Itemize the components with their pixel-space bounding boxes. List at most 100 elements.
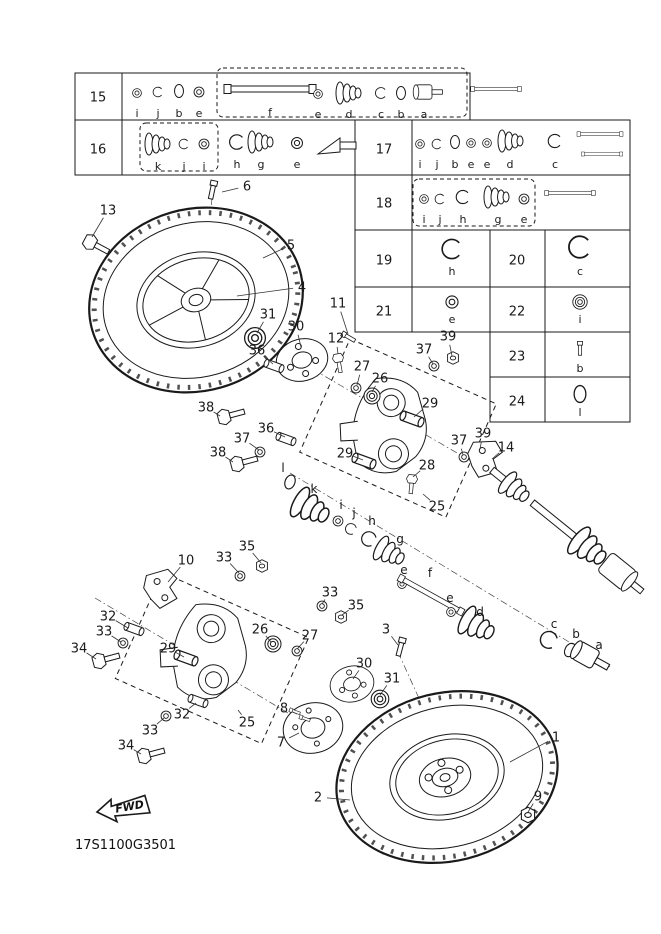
leader-line [422, 493, 431, 501]
leader-line [379, 685, 388, 696]
brake-disc [282, 702, 344, 754]
callout-number: 10 [178, 554, 195, 569]
table-part-letter: b [398, 108, 405, 121]
leader-line [296, 641, 305, 650]
diagram-part-letter: e [400, 563, 407, 577]
leader-line [353, 455, 364, 461]
leader-line [292, 711, 298, 715]
hub-bolt [331, 352, 347, 374]
leader-line [237, 709, 242, 716]
leader-line [412, 470, 421, 478]
leader-line [297, 334, 302, 348]
callout-number: 9 [534, 790, 542, 805]
table-part-letter: j [181, 160, 185, 173]
diagram-part-letter: d [476, 605, 484, 619]
leader-line [156, 717, 165, 725]
table-part-letter: c [378, 108, 384, 121]
callout-number: 27 [354, 360, 371, 375]
table-part-letter: i [418, 158, 421, 171]
table-cell-number: 24 [509, 395, 526, 410]
leader-line [428, 356, 434, 365]
leader-line [221, 187, 239, 193]
callout-number: 4 [298, 281, 306, 296]
leader-line [263, 355, 274, 365]
callout-number: 29 [422, 397, 439, 412]
table-part-letter: h [449, 265, 456, 278]
callout-number: 29 [337, 447, 354, 462]
callout-number: 30 [288, 320, 305, 335]
leader-line [449, 344, 453, 357]
diagram-part-letter: j [351, 506, 355, 520]
table-cell-number: 15 [90, 91, 107, 106]
callout-number: 37 [416, 343, 433, 358]
table-part-letter: e [315, 108, 322, 121]
leader-line [167, 566, 181, 583]
callout-number: 34 [71, 642, 88, 657]
callout-number: 2 [314, 791, 322, 806]
leader-line [527, 803, 534, 813]
callout-number: 36 [249, 344, 266, 359]
table-part-letter: b [452, 158, 459, 171]
axle-nut [520, 806, 536, 824]
exploded-axle-parts [282, 473, 614, 677]
table-part-letter: b [577, 362, 584, 375]
leader-line [111, 635, 122, 643]
leader-line [391, 635, 399, 646]
table-part-glyphs [132, 81, 624, 404]
callout-number: 33 [216, 551, 233, 566]
diagram-part-letter: i [339, 498, 342, 512]
table-part-letter: g [495, 213, 502, 226]
callout-number: 33 [96, 625, 113, 640]
assembly-dashed-boxes [114, 338, 497, 745]
leader-line [225, 456, 234, 463]
table-part-letter: c [577, 265, 583, 278]
fwd-indicator: FWD [95, 794, 151, 824]
diagram-part-letter: h [368, 514, 376, 528]
leader-line [236, 287, 294, 297]
callout-number: 28 [419, 459, 436, 474]
callout-number: 7 [277, 736, 285, 751]
callout-number: 33 [322, 586, 339, 601]
callout-number: 32 [174, 708, 191, 723]
table-part-letter: e [521, 213, 528, 226]
callout-number: 26 [372, 372, 389, 387]
leader-line [460, 448, 464, 456]
table-part-letter: i [422, 213, 425, 226]
leader-line [133, 749, 142, 755]
table-part-letter: j [155, 107, 159, 120]
callout-number: 38 [210, 446, 227, 461]
callout-number: 34 [118, 739, 135, 754]
leader-line [340, 311, 349, 335]
callout-number: 33 [142, 724, 159, 739]
table-part-letter: j [437, 213, 441, 226]
leader-line [213, 411, 221, 417]
leader-line [509, 740, 549, 763]
leader-line [115, 620, 129, 629]
callout-number: 35 [348, 599, 365, 614]
callout-number: 39 [440, 330, 457, 345]
table-cell-number: 16 [90, 143, 107, 158]
callout-number: 36 [258, 422, 275, 437]
callout-number: 12 [328, 332, 345, 347]
leader-line [86, 652, 97, 660]
leader-line [229, 563, 240, 574]
callout-number: 13 [100, 204, 117, 219]
callout-number: 31 [260, 308, 277, 323]
diagram-part-letter: f [428, 566, 433, 580]
callout-number: 38 [198, 401, 215, 416]
diagram-part-letter: l [281, 461, 284, 475]
table-part-letter: k [155, 160, 162, 173]
diagram-part-letter: c [551, 617, 558, 631]
leader-line [91, 217, 104, 238]
diagram-part-letter: a [595, 638, 602, 652]
table-cell-number: 17 [376, 143, 393, 158]
leader-line [321, 599, 326, 605]
table-part-letter: b [176, 107, 183, 120]
callout-number: 32 [100, 610, 117, 625]
table-part-letter: g [258, 158, 265, 171]
rear-right-wheel [335, 690, 559, 864]
table-part-letter: i [135, 107, 138, 120]
valve-stem [206, 179, 219, 201]
